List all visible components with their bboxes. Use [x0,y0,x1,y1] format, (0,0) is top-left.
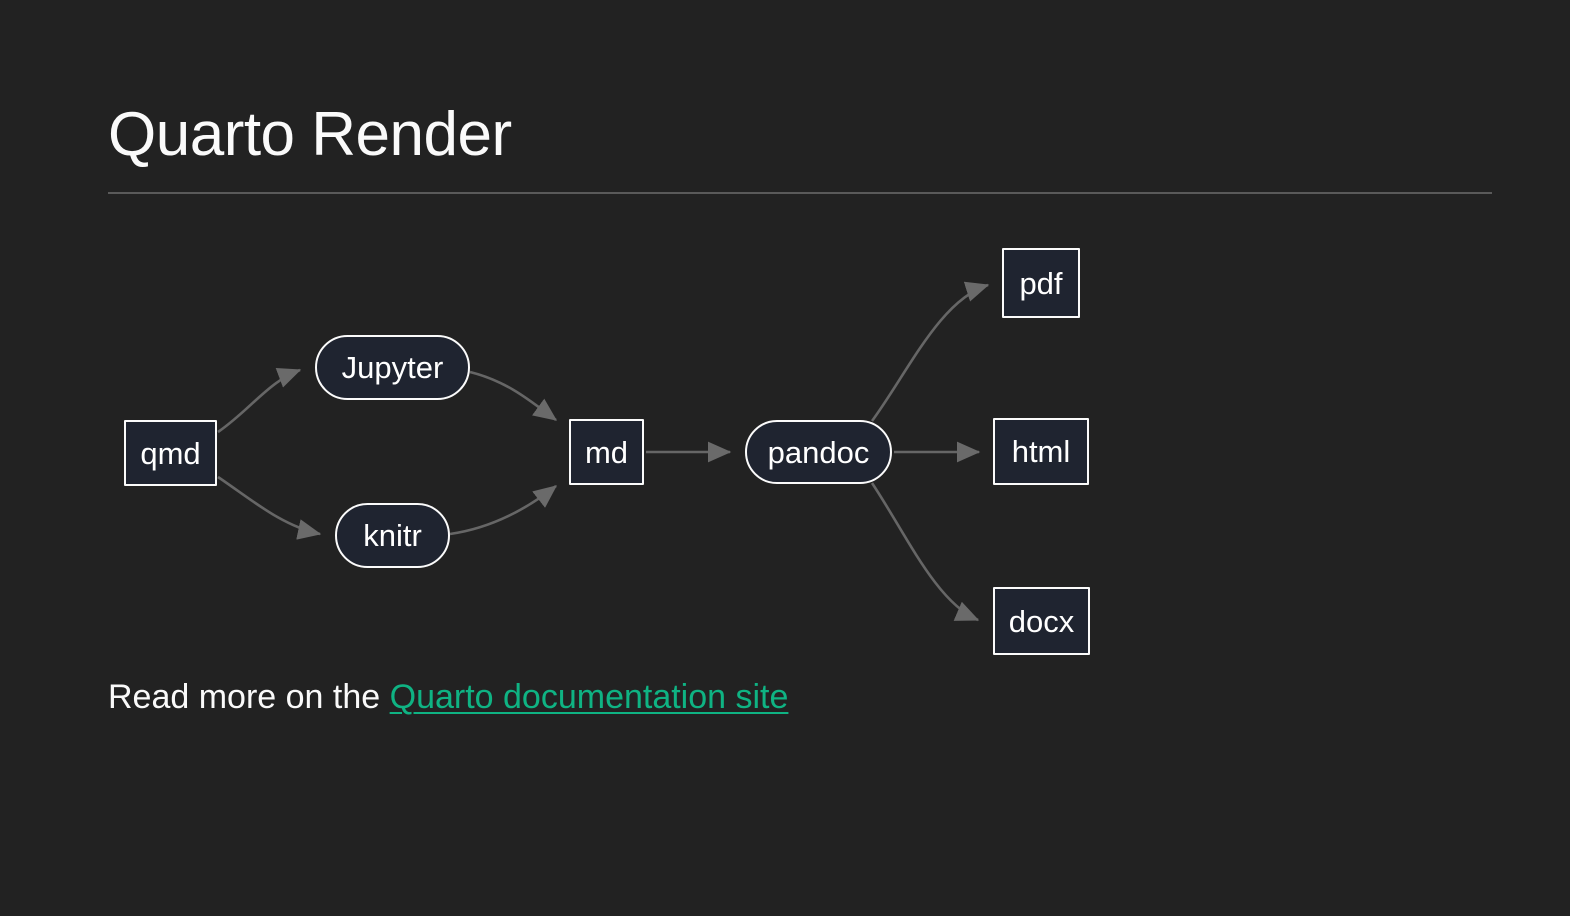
flow-node-pandoc: pandoc [745,420,892,484]
title-divider [108,192,1492,194]
flow-node-html: html [993,418,1089,485]
quarto-docs-link[interactable]: Quarto documentation site [389,678,789,716]
flow-node-jupyter: Jupyter [315,335,470,400]
edge-knitr-md [449,484,558,536]
flow-node-qmd: qmd [124,420,217,486]
footer-paragraph: Read more on the Quarto documentation si… [108,675,788,719]
flow-node-knitr: knitr [335,503,450,568]
edge-qmd-jupyter [217,368,302,434]
footer-lead-text: Read more on the [108,678,390,716]
page-title: Quarto Render [108,100,512,169]
edge-pandoc-docx [870,482,980,622]
flow-node-md: md [569,419,644,485]
flow-node-pdf: pdf [1002,248,1080,318]
edge-qmd-knitr [217,475,322,540]
flow-node-docx: docx [993,587,1090,655]
edge-jupyter-md [469,370,558,422]
edge-pandoc-pdf [870,281,990,422]
